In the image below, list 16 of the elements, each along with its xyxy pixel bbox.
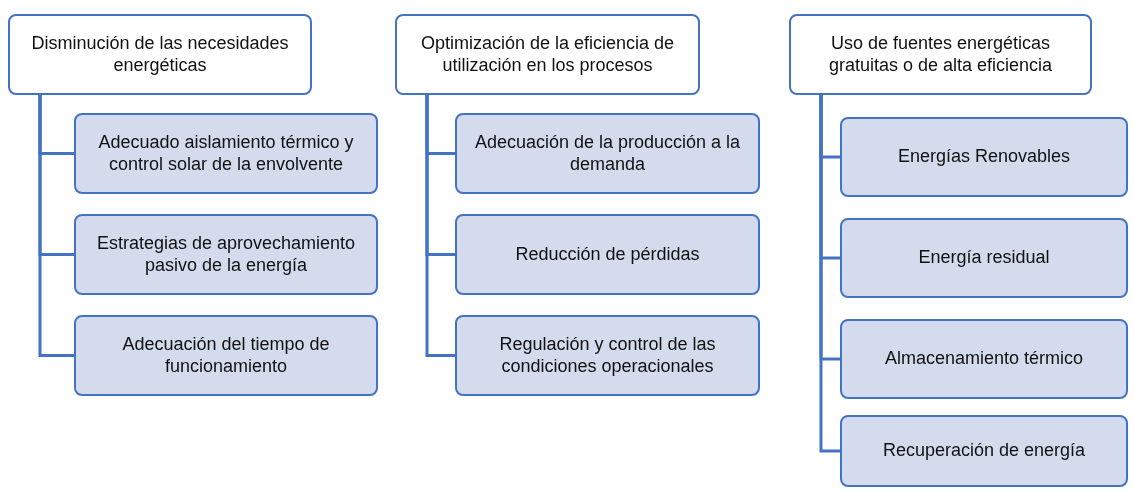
item-box: Energías Renovables [840, 117, 1128, 197]
item-box: Adecuado aislamiento térmico y control solar de la envolvente [74, 113, 378, 194]
connector-line [425, 95, 455, 357]
item-box: Regulación y control de las condiciones operacionales [455, 315, 760, 396]
item-box: Adecuación de la producción a la demanda [455, 113, 760, 194]
connector-line [819, 95, 840, 453]
item-box: Almacenamiento térmico [840, 319, 1128, 399]
category-box: Disminución de las necesidades energéticas [8, 14, 312, 95]
category-box: Optimización de la eficiencia de utilización en los procesos [395, 14, 700, 95]
item-box: Adecuación del tiempo de funcionamiento [74, 315, 378, 396]
connector-line [38, 95, 74, 357]
item-box: Estrategias de aprovechamiento pasivo de la energía [74, 214, 378, 295]
item-box: Reducción de pérdidas [455, 214, 760, 295]
item-box: Recuperación de energía [840, 415, 1128, 487]
item-box: Energía residual [840, 218, 1128, 298]
category-box: Uso de fuentes energéticas gratuitas o de alta eficiencia [789, 14, 1092, 95]
